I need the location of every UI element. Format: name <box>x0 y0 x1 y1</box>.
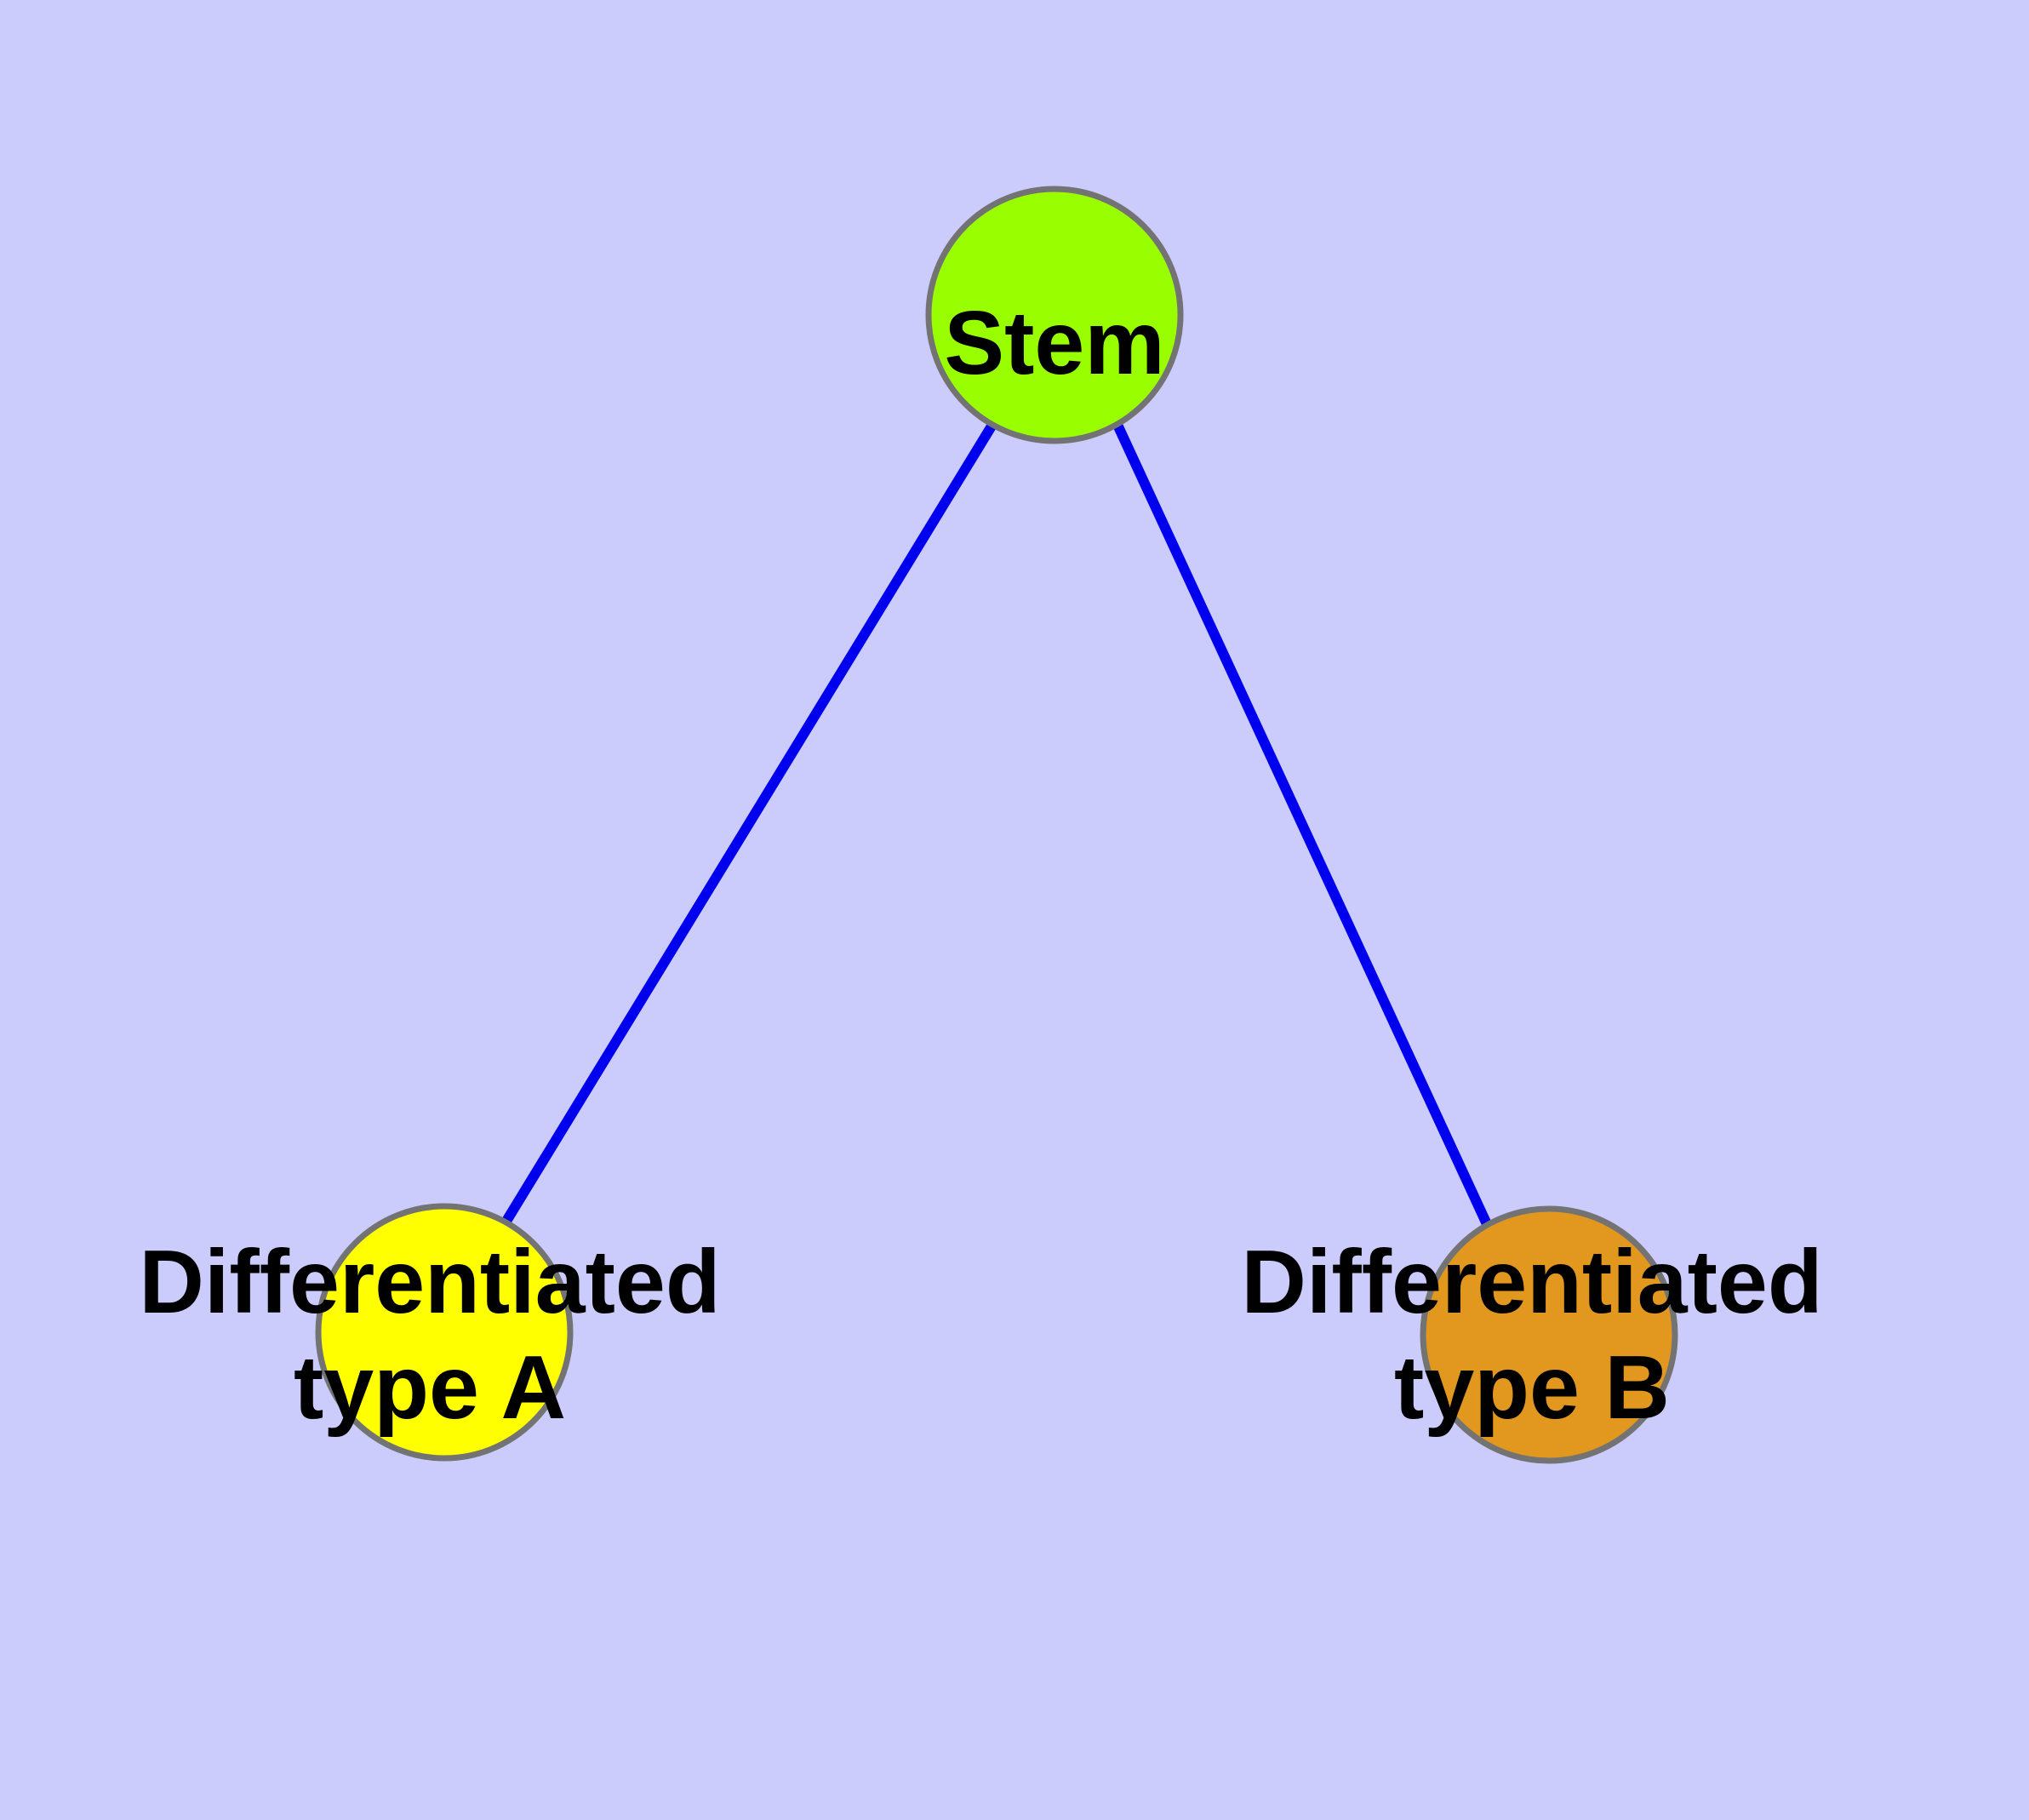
node-diff_b[interactable] <box>1420 1205 1678 1464</box>
node-label-line: Differentiated <box>1241 1232 1822 1332</box>
node-stem[interactable] <box>925 186 1184 444</box>
edges-layer <box>500 421 1492 1227</box>
node-circle-diff_a[interactable] <box>315 1203 574 1462</box>
node-circle-diff_b[interactable] <box>1420 1205 1678 1464</box>
node-label-line: type B <box>1394 1337 1670 1438</box>
node-label-line: Differentiated <box>139 1232 720 1332</box>
edge-stem-to-diff_b[interactable] <box>1112 422 1492 1227</box>
node-label-line: Stem <box>944 293 1164 393</box>
node-circle-stem[interactable] <box>925 186 1184 444</box>
node-label-line: type A <box>294 1337 566 1438</box>
node-label-stem: Stem <box>944 293 1164 393</box>
edge-stem-to-diff_a[interactable] <box>500 421 997 1226</box>
node-diff_a[interactable] <box>315 1203 574 1462</box>
